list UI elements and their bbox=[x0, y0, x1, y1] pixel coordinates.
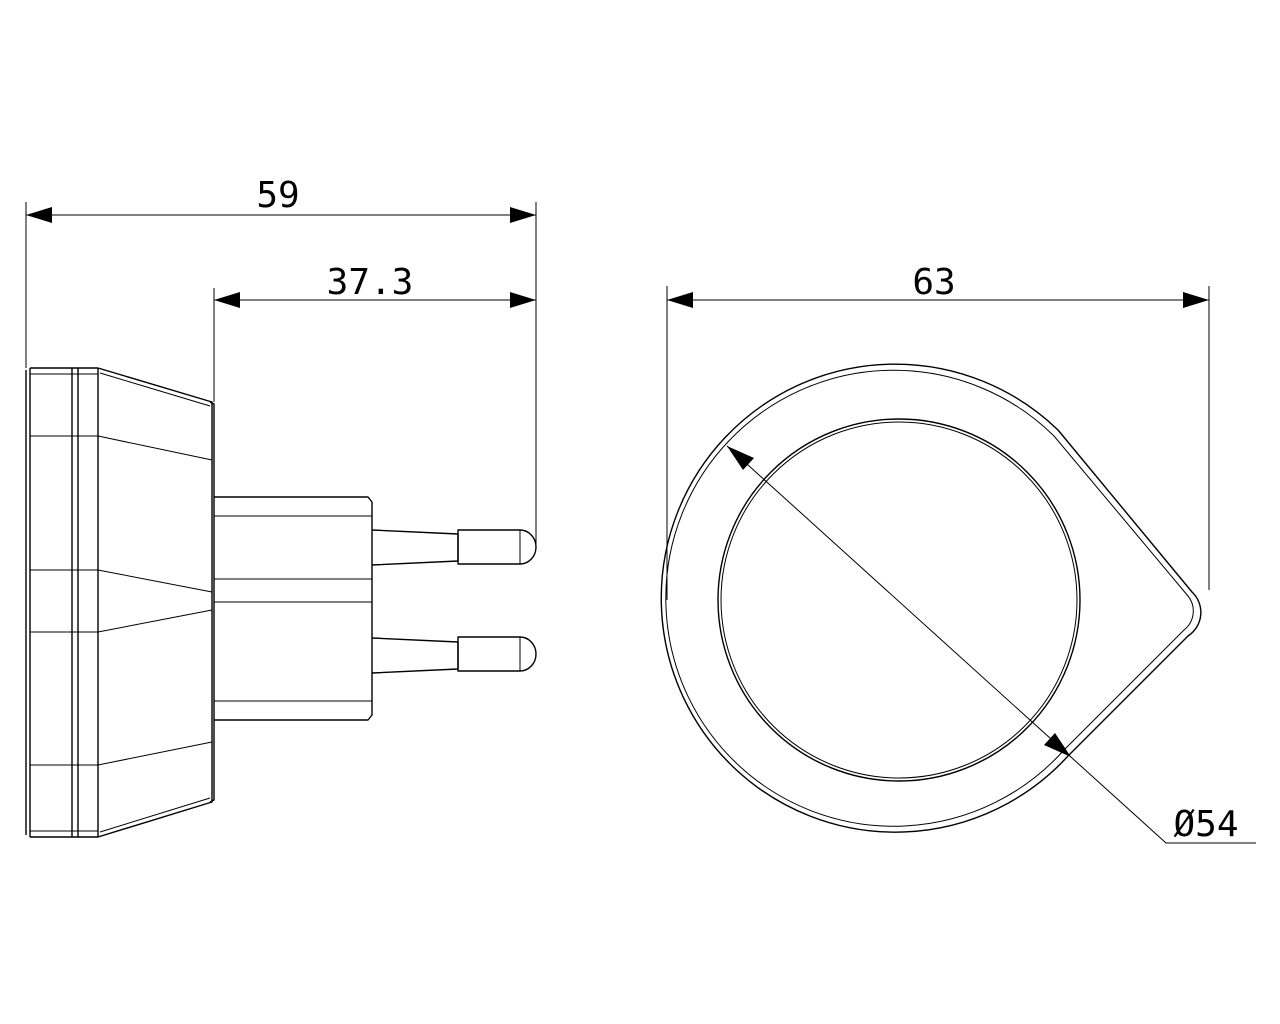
dimension-lens-diameter: Ø54 bbox=[726, 445, 1256, 845]
dimension-plug-depth: 37.3 bbox=[213, 262, 536, 402]
front-view: 63 Ø54 bbox=[660, 262, 1256, 845]
plug-body bbox=[214, 496, 373, 721]
dimension-label-plug-depth: 37.3 bbox=[327, 262, 414, 303]
dimension-label-lens-diameter: Ø54 bbox=[1173, 804, 1238, 845]
housing bbox=[30, 367, 215, 838]
dimension-label-overall-width: 63 bbox=[912, 262, 955, 303]
front-cover bbox=[25, 367, 99, 838]
dimension-overall-depth: 59 bbox=[25, 175, 537, 548]
dimension-label-overall-depth: 59 bbox=[256, 175, 299, 216]
dimension-overall-width: 63 bbox=[666, 262, 1210, 600]
lower-pin bbox=[371, 636, 537, 674]
lens bbox=[717, 418, 1081, 782]
upper-pin bbox=[371, 529, 537, 566]
side-view: 59 37.3 bbox=[25, 175, 537, 838]
housing-outline bbox=[660, 363, 1202, 833]
